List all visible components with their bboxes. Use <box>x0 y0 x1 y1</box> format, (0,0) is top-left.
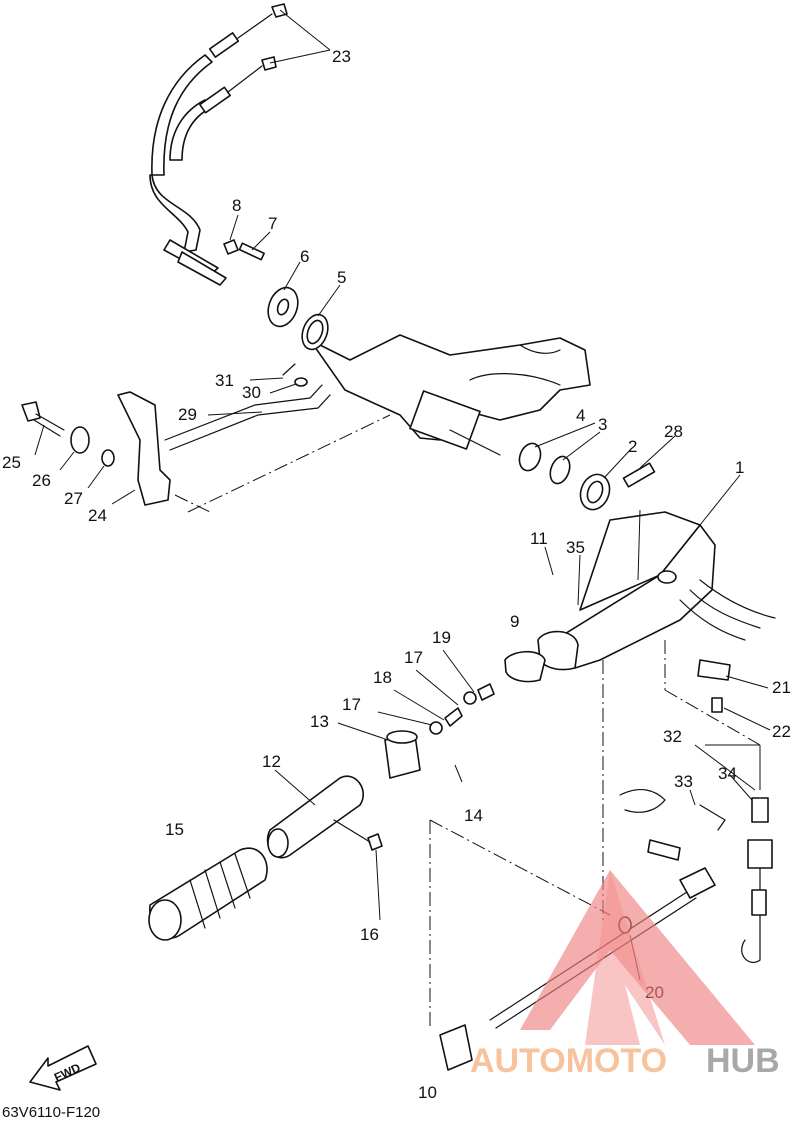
shift-lever <box>21 363 331 506</box>
label-28: 28 <box>664 422 683 441</box>
label-21: 21 <box>772 678 791 697</box>
label-29: 29 <box>178 405 197 424</box>
label-15: 15 <box>165 820 184 839</box>
label-2: 2 <box>628 437 637 456</box>
label-1: 1 <box>735 458 744 477</box>
label-17-upper: 17 <box>404 648 423 667</box>
label-19: 19 <box>432 628 451 647</box>
label-33: 33 <box>674 772 693 791</box>
steering-bracket <box>309 334 591 456</box>
bushings-washers <box>223 239 656 511</box>
label-10: 10 <box>418 1083 437 1102</box>
label-18: 18 <box>373 668 392 687</box>
label-31: 31 <box>215 371 234 390</box>
stop-switch <box>619 659 773 963</box>
part-labels: 1 2 3 4 5 6 7 8 9 10 11 12 13 14 15 16 1… <box>2 47 791 1102</box>
label-5: 5 <box>337 268 346 287</box>
tiller-arm <box>504 511 776 683</box>
throttle-grip <box>148 683 495 941</box>
label-27: 27 <box>64 489 83 508</box>
label-22: 22 <box>772 722 791 741</box>
label-30: 30 <box>242 383 261 402</box>
throttle-cables <box>149 3 288 286</box>
fwd-arrow-icon: FWD <box>29 1045 97 1091</box>
label-6: 6 <box>300 247 309 266</box>
figure-code: 63V6110-F120 <box>2 1104 100 1121</box>
watermark-text-hub: HUB <box>706 1042 780 1080</box>
label-34: 34 <box>718 764 737 783</box>
label-35: 35 <box>566 538 585 557</box>
label-8: 8 <box>232 196 241 215</box>
label-13: 13 <box>310 712 329 731</box>
label-32: 32 <box>663 727 682 746</box>
label-24: 24 <box>88 506 107 525</box>
watermark-text-main: AUTOMOTO <box>470 1042 667 1080</box>
label-4: 4 <box>576 406 585 425</box>
watermark-logo: AUTOMOTO HUB <box>470 870 780 1080</box>
label-7: 7 <box>268 214 277 233</box>
label-9: 9 <box>510 612 519 631</box>
label-12: 12 <box>262 752 281 771</box>
label-11: 11 <box>530 529 548 548</box>
label-14: 14 <box>464 806 483 825</box>
label-3: 3 <box>598 415 607 434</box>
label-23: 23 <box>332 47 351 66</box>
label-17-lower: 17 <box>342 695 361 714</box>
leader-lines <box>34 9 771 1030</box>
label-25: 25 <box>2 453 21 472</box>
label-16: 16 <box>360 925 379 944</box>
label-26: 26 <box>32 471 51 490</box>
